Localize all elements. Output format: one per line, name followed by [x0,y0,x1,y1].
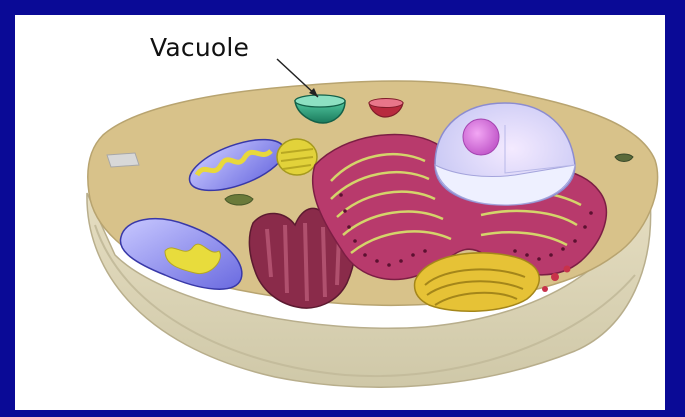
animal-cell-diagram [15,15,665,410]
vesicle-small [225,195,253,206]
vesicle-left [107,153,139,167]
vacuole-label: Vacuole [150,33,249,62]
nucleolus [463,119,499,155]
golgi-apparatus [415,253,540,311]
image-panel: Vacuole [15,15,665,410]
peroxisome [277,139,317,175]
